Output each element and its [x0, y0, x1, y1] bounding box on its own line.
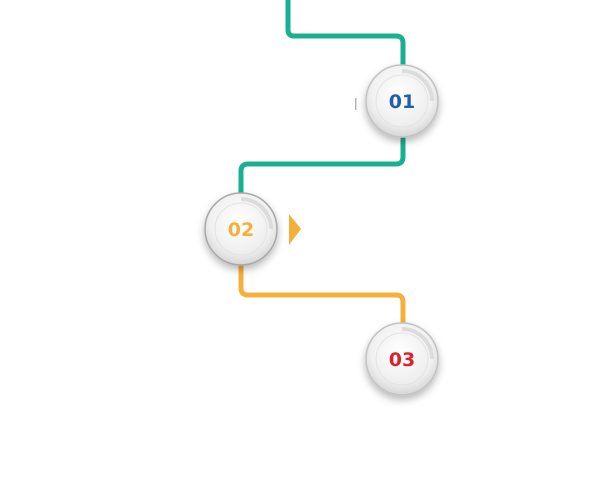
connector-top	[285, 0, 406, 73]
step-number-01: 01	[389, 91, 415, 113]
step-node-03: 03	[365, 322, 439, 396]
step-number-03: 03	[389, 349, 415, 371]
connector-01-to-02	[238, 127, 406, 201]
step-node-01: 01	[365, 64, 439, 138]
tick-mark	[355, 98, 357, 110]
step-node-02: 02	[204, 192, 278, 266]
step-number-02: 02	[228, 219, 254, 241]
right-triangle-pointer-icon	[289, 214, 301, 245]
connector-02-to-03	[238, 255, 406, 333]
